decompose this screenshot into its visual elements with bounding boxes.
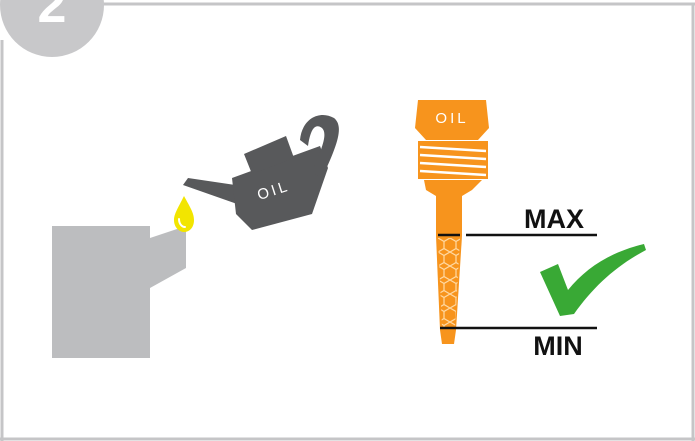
min-label: MIN bbox=[533, 331, 583, 361]
min-marker: MIN bbox=[440, 328, 597, 361]
oil-can-icon: OIL bbox=[183, 115, 339, 230]
dipstick-icon: OIL bbox=[415, 100, 489, 344]
card-border bbox=[0, 4, 695, 441]
container-icon bbox=[52, 226, 186, 358]
checkmark-icon bbox=[540, 244, 646, 316]
step-number: 2 bbox=[38, 0, 67, 34]
oil-drop-icon bbox=[174, 196, 194, 232]
dipstick-cap-label: OIL bbox=[435, 110, 468, 127]
max-label: MAX bbox=[524, 204, 584, 234]
step-badge: 2 bbox=[0, 0, 104, 57]
